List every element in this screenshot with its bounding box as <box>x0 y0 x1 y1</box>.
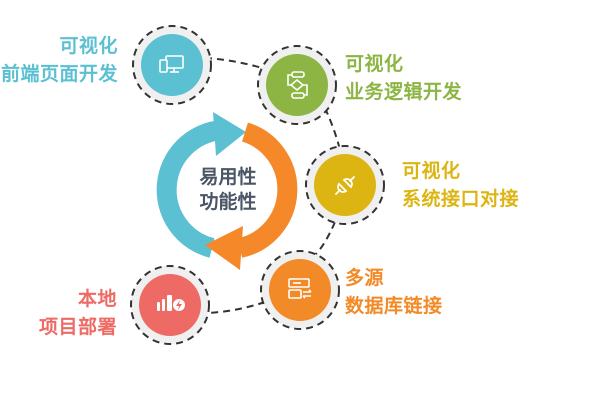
node-frontend <box>132 25 212 105</box>
label-business-logic: 可视化 业务逻辑开发 <box>345 50 462 106</box>
plug-icon <box>335 176 355 195</box>
label-local-deploy: 本地 项目部署 <box>39 285 117 341</box>
server-sync-icon <box>288 278 312 299</box>
center-label-line1: 易用性 <box>199 166 257 188</box>
node-system-interface <box>305 145 385 225</box>
connector-interface-datasource <box>314 221 336 256</box>
deploy-icon <box>157 295 185 311</box>
node-local-deploy <box>130 265 210 345</box>
connector-business-interface <box>324 107 341 151</box>
label-system-interface-line1: 可视化 <box>402 160 461 182</box>
label-local-deploy-line1: 本地 <box>77 288 117 310</box>
label-multi-datasource-line1: 多源 <box>345 267 385 289</box>
monitor-phone-icon <box>159 55 184 73</box>
cycle-arrows <box>156 112 298 270</box>
center-label-line2: 功能性 <box>199 191 257 213</box>
node-business-logic <box>257 45 337 125</box>
label-system-interface-line2: 系统接口对接 <box>402 188 520 210</box>
blue-arc <box>156 120 224 258</box>
center-label: 易用性 功能性 <box>183 165 273 215</box>
label-system-interface: 可视化 系统接口对接 <box>402 157 519 213</box>
orange-arc <box>237 122 298 258</box>
label-frontend: 可视化 前端页面开发 <box>1 32 118 88</box>
flowchart-icon <box>287 71 308 99</box>
connector-frontend-business <box>204 57 263 69</box>
connector-datasource-deploy <box>204 301 266 314</box>
node-multi-datasource <box>260 250 340 330</box>
orange-arrowhead <box>205 226 243 270</box>
label-multi-datasource: 多源 数据库链接 <box>345 264 443 320</box>
label-frontend-line2: 前端页面开发 <box>0 63 118 85</box>
label-local-deploy-line2: 项目部署 <box>38 316 117 338</box>
blue-arrowhead <box>213 112 246 156</box>
label-business-logic-line1: 可视化 <box>345 53 404 75</box>
label-multi-datasource-line2: 数据库链接 <box>345 295 443 317</box>
label-frontend-line1: 可视化 <box>59 35 118 57</box>
label-business-logic-line2: 业务逻辑开发 <box>345 81 463 103</box>
